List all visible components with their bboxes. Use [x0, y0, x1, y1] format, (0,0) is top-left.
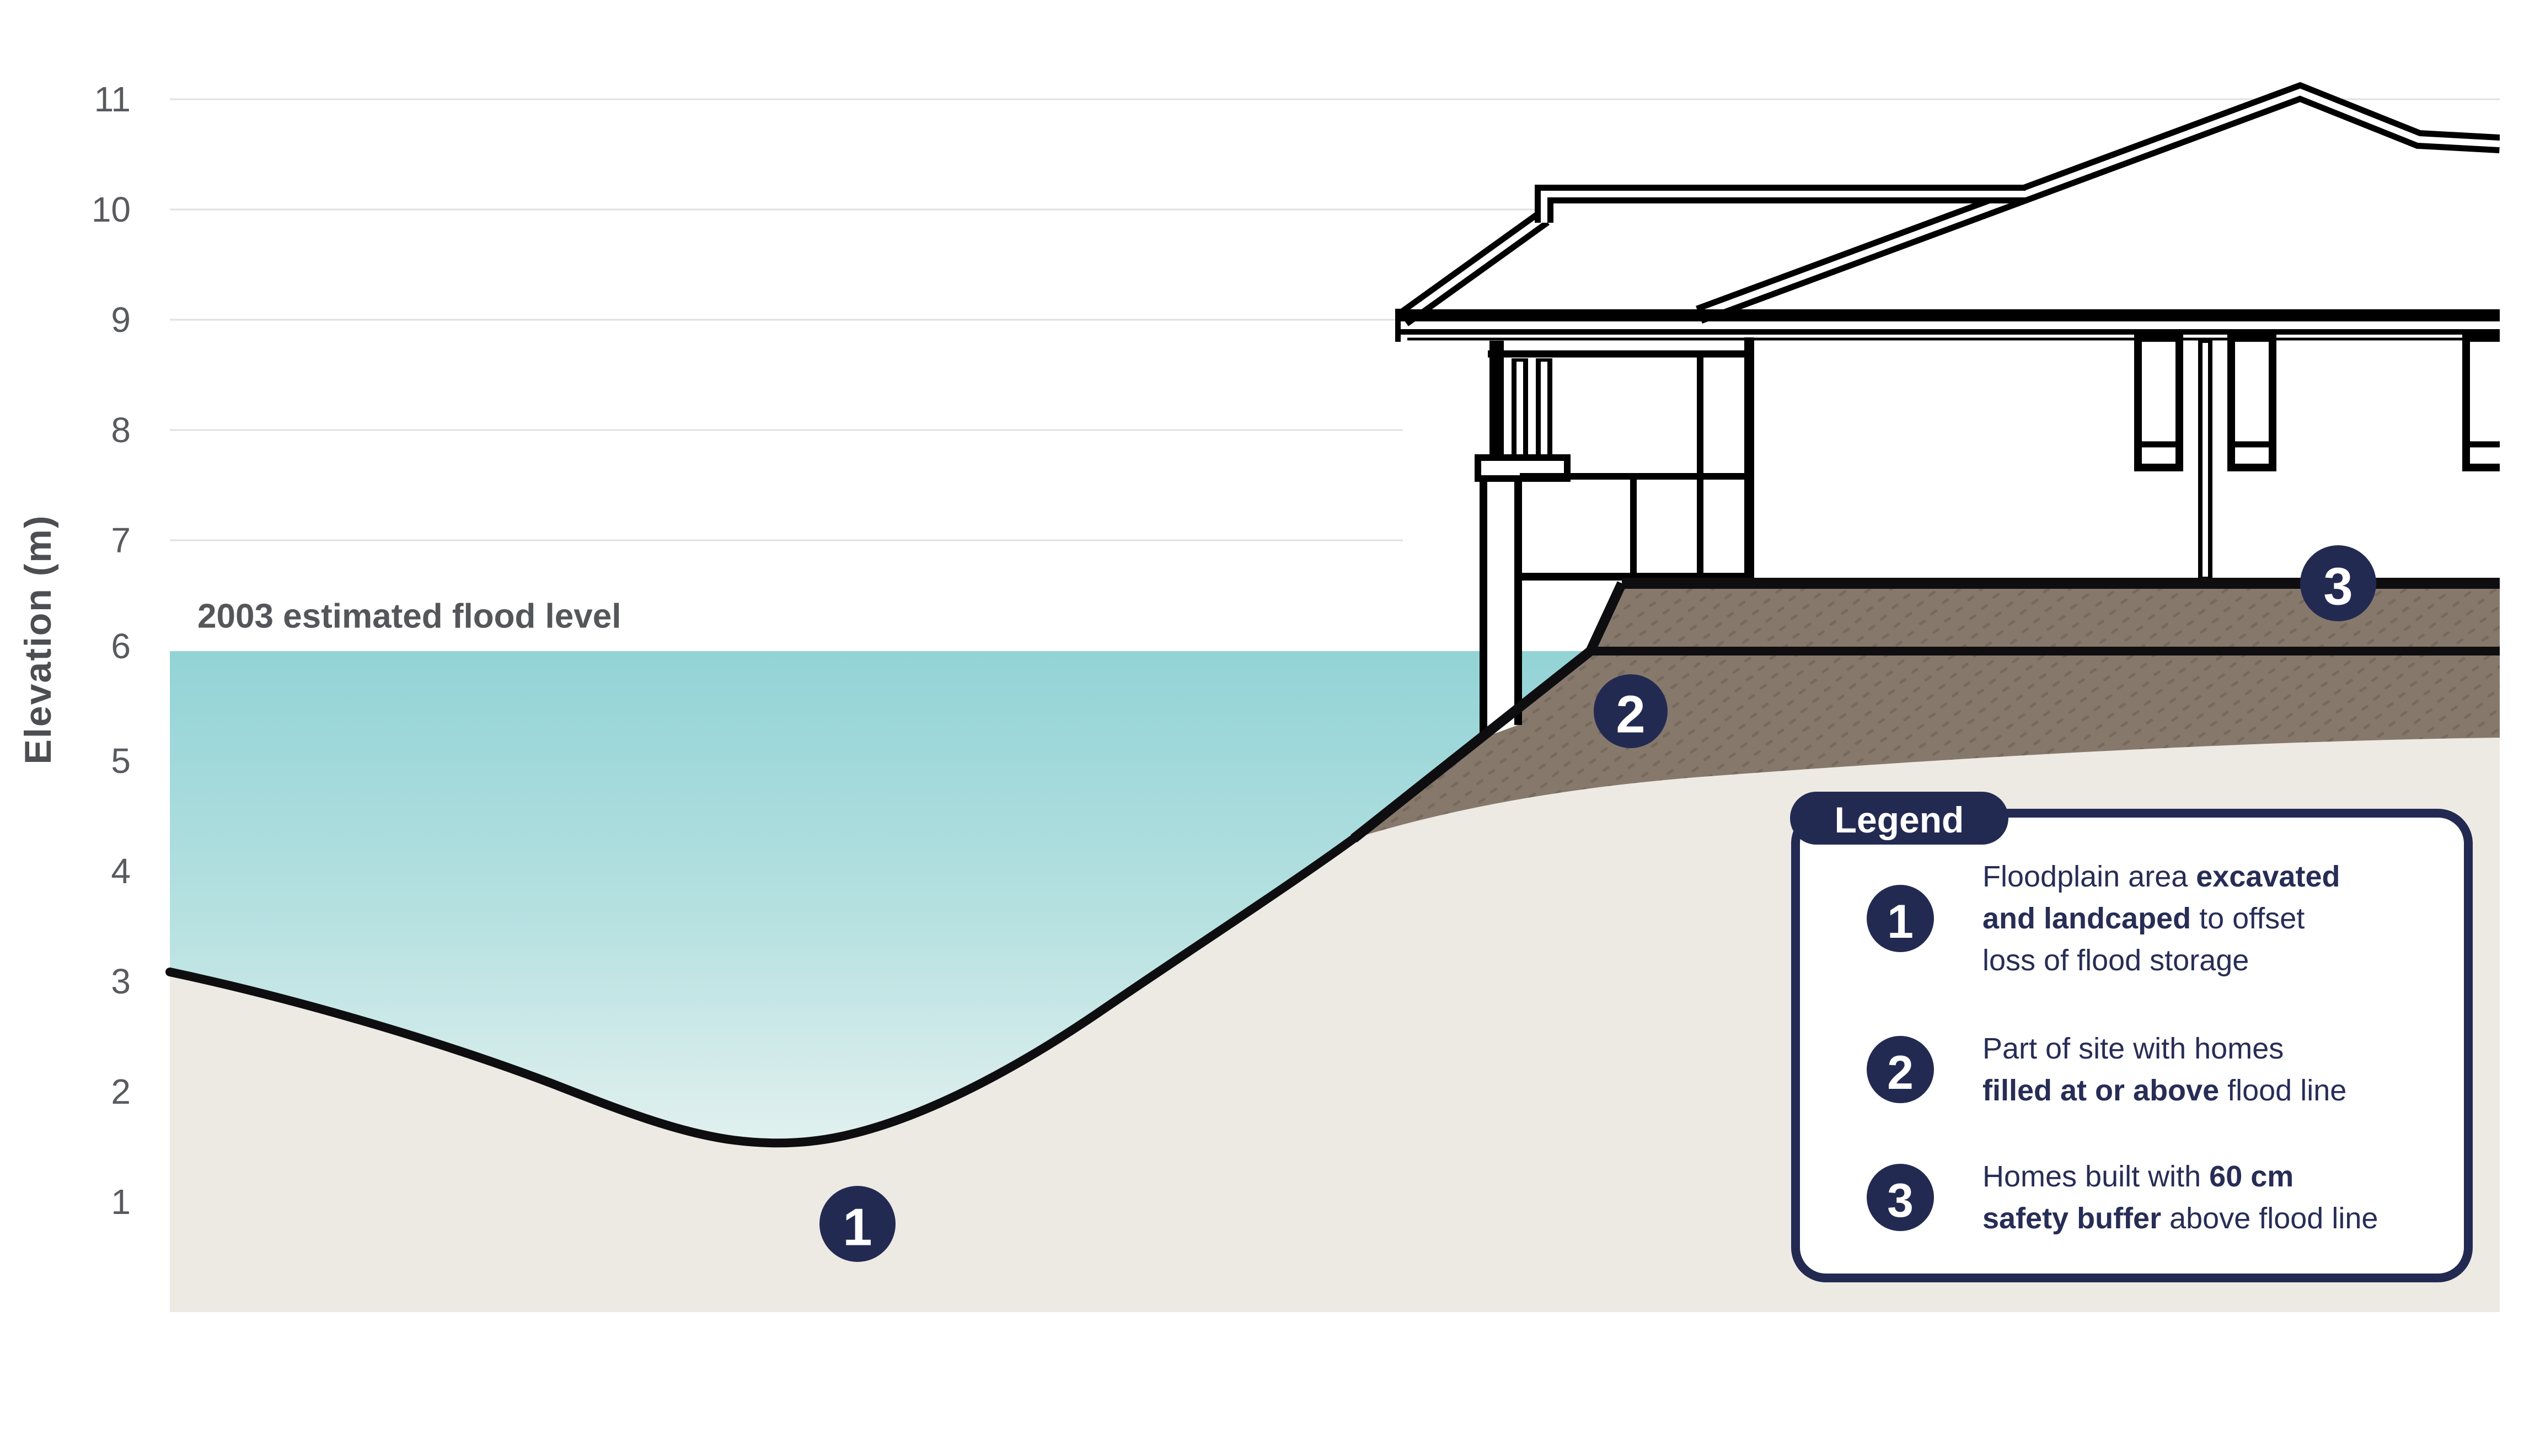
legend-box [1791, 809, 2473, 1282]
legend-item-3-l1-s2: 60 cm [2209, 1160, 2293, 1193]
tick-label-3: 3 [111, 961, 131, 1001]
badge-3: 3 [2300, 545, 2376, 621]
legend-item-1-l3-s1: loss of flood storage [1982, 944, 2249, 977]
legend: Legend 1 Floodplain area excavated and l… [1790, 792, 2473, 1282]
eave-band [1395, 309, 2500, 342]
legend-item-2-line-1: Part of site with homes [1982, 1032, 2284, 1065]
window-3 [2462, 334, 2500, 471]
y-axis-tick-labels: 11 10 9 8 7 6 5 4 3 2 1 [92, 79, 131, 1222]
legend-title: Legend [1835, 799, 1964, 840]
legend-item-1-line-1: Floodplain area excavated [1982, 860, 2340, 893]
legend-badge-2 [1867, 1036, 1934, 1103]
tick-label-1: 1 [111, 1182, 131, 1222]
legend-item-1-l2-s1: and landcaped [1982, 902, 2191, 935]
roof-outline [1397, 82, 2500, 326]
legend-badge-1 [1867, 885, 1934, 952]
tick-label-2: 2 [111, 1072, 131, 1111]
tick-label-11: 11 [94, 79, 131, 119]
legend-badge-3 [1867, 1164, 1934, 1231]
legend-item-3-l2-s1: safety buffer [1982, 1202, 2161, 1235]
legend-item-2-l1-s1: Part of site with homes [1982, 1032, 2284, 1065]
legend-badge-2-number: 2 [1887, 1046, 1914, 1099]
badge-2-number: 2 [1616, 685, 1645, 744]
badge-3-number: 3 [2323, 557, 2353, 616]
porch-pillar [1480, 475, 1522, 738]
legend-item-1-l1-s1: Floodplain area [1982, 860, 2196, 893]
porch [1475, 337, 1754, 738]
legend-item-3-l2-s2: above flood line [2161, 1202, 2378, 1235]
badge-1: 1 [819, 1186, 896, 1262]
flood-level-label: 2003 estimated flood level [197, 598, 621, 636]
badge-2: 2 [1594, 674, 1668, 748]
legend-item-2-line-2: filled at or above flood line [1982, 1074, 2346, 1107]
tick-label-8: 8 [111, 410, 131, 450]
legend-item-2-l2-s2: flood line [2219, 1074, 2346, 1107]
tick-label-9: 9 [111, 300, 131, 340]
legend-item-2: 2 Part of site with homes filled at or a… [1867, 1032, 2346, 1107]
badge-1-number: 1 [843, 1198, 872, 1257]
legend-item-1: 1 Floodplain area excavated and landcape… [1867, 860, 2340, 977]
legend-item-3-l1-s1: Homes built with [1982, 1160, 2209, 1193]
legend-item-1-l2-s2: to offset [2191, 902, 2305, 935]
tick-label-4: 4 [111, 851, 131, 891]
legend-item-1-line-3: loss of flood storage [1982, 944, 2249, 977]
legend-item-1-line-2: and landcaped to offset [1982, 902, 2305, 935]
legend-item-3: 3 Homes built with 60 cm safety buffer a… [1867, 1160, 2378, 1235]
legend-item-2-l2-s1: filled at or above [1982, 1074, 2219, 1107]
floodwater-area [170, 651, 1590, 1143]
tick-label-5: 5 [111, 741, 131, 781]
riverbed-line [165, 834, 1358, 1148]
tick-label-10: 10 [92, 190, 131, 229]
tick-label-7: 7 [111, 520, 131, 560]
legend-item-1-l1-s2: excavated [2196, 860, 2340, 893]
window-1 [2134, 334, 2183, 471]
house-body [1403, 91, 2500, 580]
porch-posts [1512, 358, 1552, 459]
legend-item-3-line-1: Homes built with 60 cm [1982, 1160, 2293, 1193]
legend-badge-3-number: 3 [1887, 1174, 1914, 1227]
legend-item-3-line-2: safety buffer above flood line [1982, 1202, 2378, 1235]
window-2 [2227, 334, 2276, 471]
legend-title-pill [1790, 792, 2008, 845]
house-illustration [1395, 82, 2500, 738]
tick-label-6: 6 [111, 626, 131, 666]
house-windows [2134, 334, 2500, 471]
y-axis-title: Elevation (m) [17, 515, 59, 765]
legend-badge-1-number: 1 [1887, 895, 1914, 948]
